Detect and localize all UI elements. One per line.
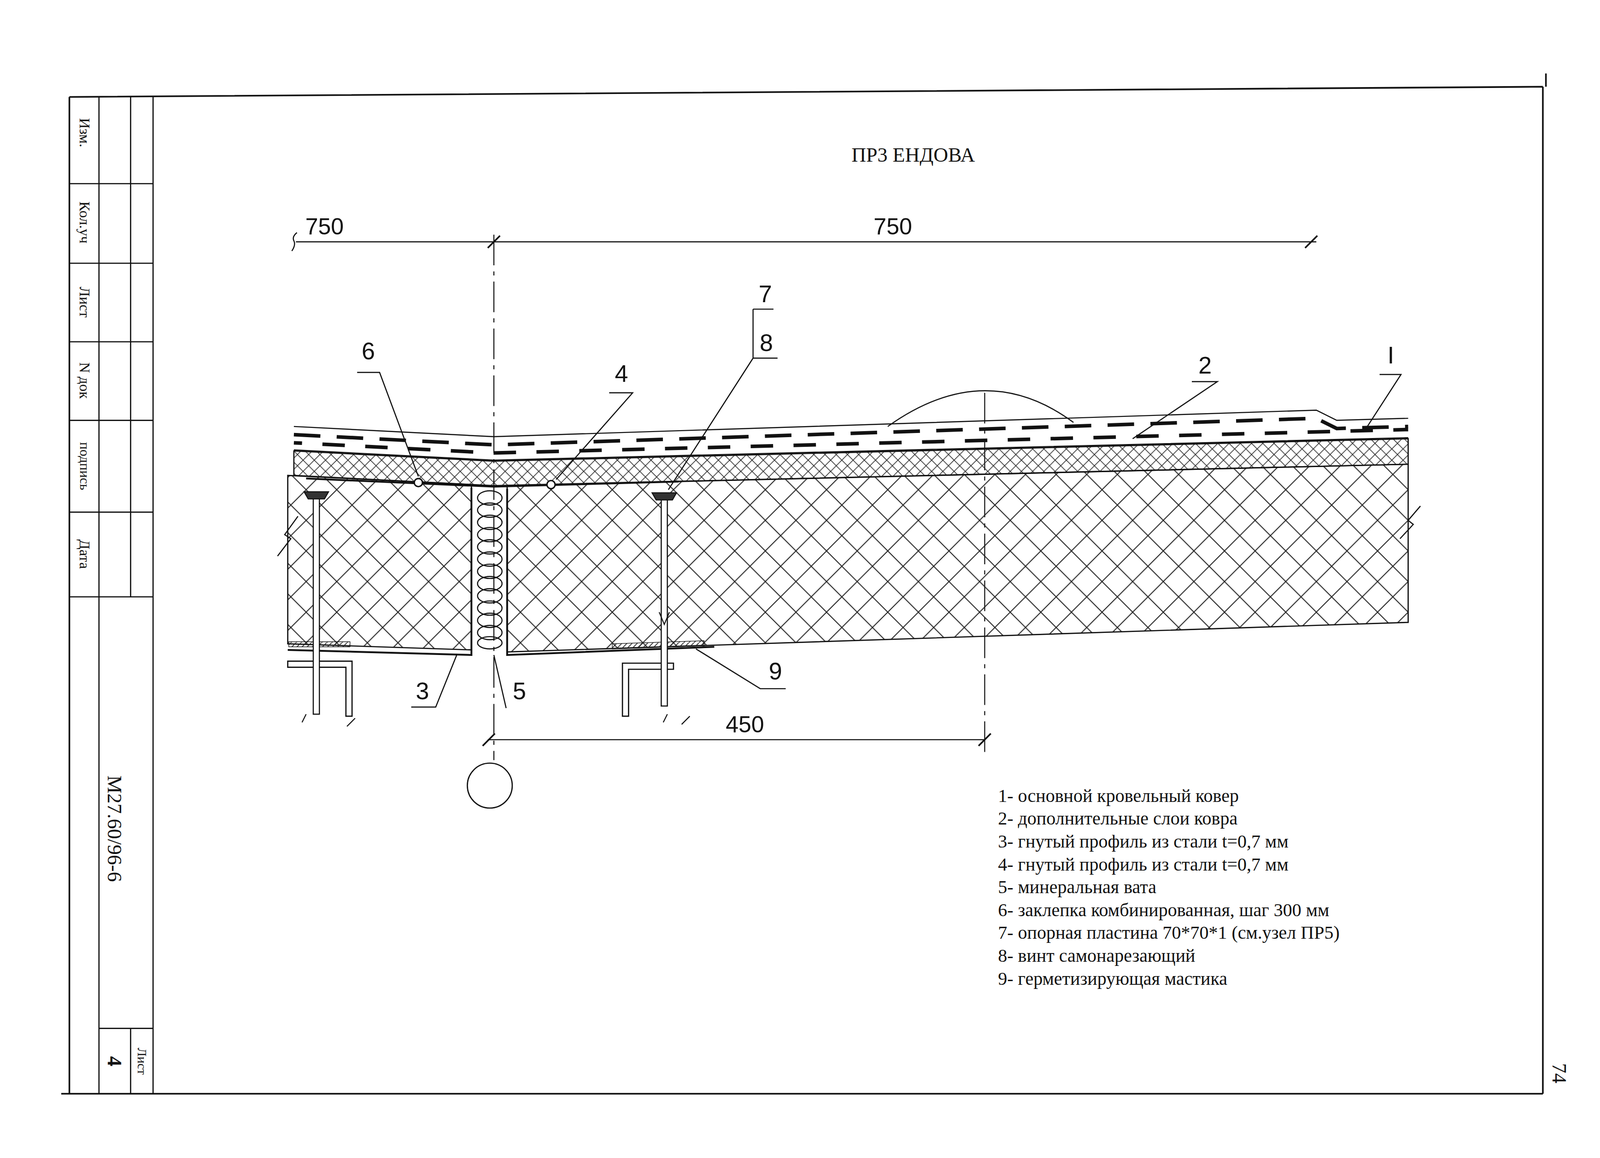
bent-profile <box>507 488 715 656</box>
legend-entry: 1- основной кровельный ковер <box>997 786 1239 806</box>
mineral-wool <box>477 490 503 649</box>
legend-entry: 8- винт самонарезающий <box>997 946 1196 966</box>
axis-line <box>493 234 495 761</box>
break-tick <box>346 716 690 727</box>
callout-number: 9 <box>768 659 783 684</box>
leader-line <box>1132 381 1218 439</box>
leader-line <box>1367 374 1401 427</box>
frame-border <box>61 73 1547 1095</box>
self-tapping-screw <box>313 495 320 715</box>
leader-line <box>357 372 419 477</box>
page-number: 74 <box>1548 1063 1570 1084</box>
stamp-cell-text: Лист <box>135 1047 149 1075</box>
stamp-cell-text: Дата <box>77 539 93 569</box>
self-tapping-screw <box>661 498 668 707</box>
wool-coil <box>477 625 503 640</box>
roofing-carpet <box>293 390 1409 461</box>
screw-arrow <box>659 612 670 625</box>
stamp-rows <box>69 183 154 1029</box>
legend-entry: 6- заклепка комбинированная, шаг 300 мм <box>997 901 1330 920</box>
callout-number: 6 <box>361 339 376 364</box>
sealing-mastic <box>612 640 704 650</box>
legend-entry: 4- гнутый профиль из стали t=0,7 мм <box>997 855 1289 874</box>
callout-number: 5 <box>512 679 527 704</box>
axis-bubble <box>467 763 512 809</box>
membrane-line <box>293 437 1409 461</box>
stamp-cell-text: Кол.уч <box>77 201 93 244</box>
callout-number: 8 <box>759 330 774 355</box>
legend-entry: 2- дополнительные слои ковра <box>997 809 1238 828</box>
dimension-line <box>487 739 985 741</box>
wool-coil <box>477 636 503 650</box>
callout-number: I <box>1387 343 1395 368</box>
support-plate <box>304 492 329 500</box>
support-plate <box>651 492 677 501</box>
leader-line <box>411 654 458 708</box>
legend-entry: 7- опорная пластина 70*70*1 (см.узел ПР5… <box>997 923 1340 943</box>
legend-entry: 3- гнутый профиль из стали t=0,7 мм <box>997 832 1289 851</box>
break-tick <box>291 232 297 252</box>
sheet-number: 4 <box>104 1056 125 1067</box>
callout-number: 3 <box>416 679 430 704</box>
dimension-line <box>295 241 1317 243</box>
break-line <box>1400 506 1421 540</box>
thin-insulation-layer <box>293 438 1409 486</box>
drawing-title: ПР3 ЕНДОВА <box>851 145 975 166</box>
stamp-cell-text: подпись <box>77 442 92 491</box>
leader-line <box>668 309 778 490</box>
sheet-frame <box>61 73 1547 1095</box>
membrane-layer <box>293 418 1409 446</box>
overlap-arc <box>887 390 1074 427</box>
legend-entry: 9- герметизирующая мастика <box>997 969 1228 989</box>
steel-profiles <box>287 478 715 656</box>
stamp-verticals <box>99 96 153 1094</box>
dimension-value: 450 <box>725 713 764 737</box>
screw-tail <box>302 714 668 723</box>
stamp-cell-text: Изм. <box>77 117 93 148</box>
leader-line <box>493 655 507 709</box>
drawing-code: М27.60/96-6 <box>104 775 125 882</box>
stamp-cell-text: Лист <box>77 286 93 318</box>
leader-line <box>556 392 633 480</box>
fasteners <box>302 478 691 727</box>
insulation-panel <box>507 464 1409 653</box>
combined-rivet <box>546 480 556 489</box>
legend-entry: 5- минеральная вата <box>997 878 1157 897</box>
break-line <box>277 516 298 557</box>
callout-number: 4 <box>614 361 628 386</box>
combined-rivet <box>414 478 423 487</box>
callout-number: 2 <box>1198 353 1212 378</box>
stamp-cell-text: N док <box>77 362 93 399</box>
leader-lines <box>357 309 1401 709</box>
dimension-value: 750 <box>305 215 344 239</box>
dimension-value: 750 <box>873 215 912 239</box>
bent-profile <box>305 478 679 487</box>
callout-number: 7 <box>758 281 773 306</box>
break-symbols <box>277 506 1421 557</box>
leader-line <box>696 649 786 689</box>
